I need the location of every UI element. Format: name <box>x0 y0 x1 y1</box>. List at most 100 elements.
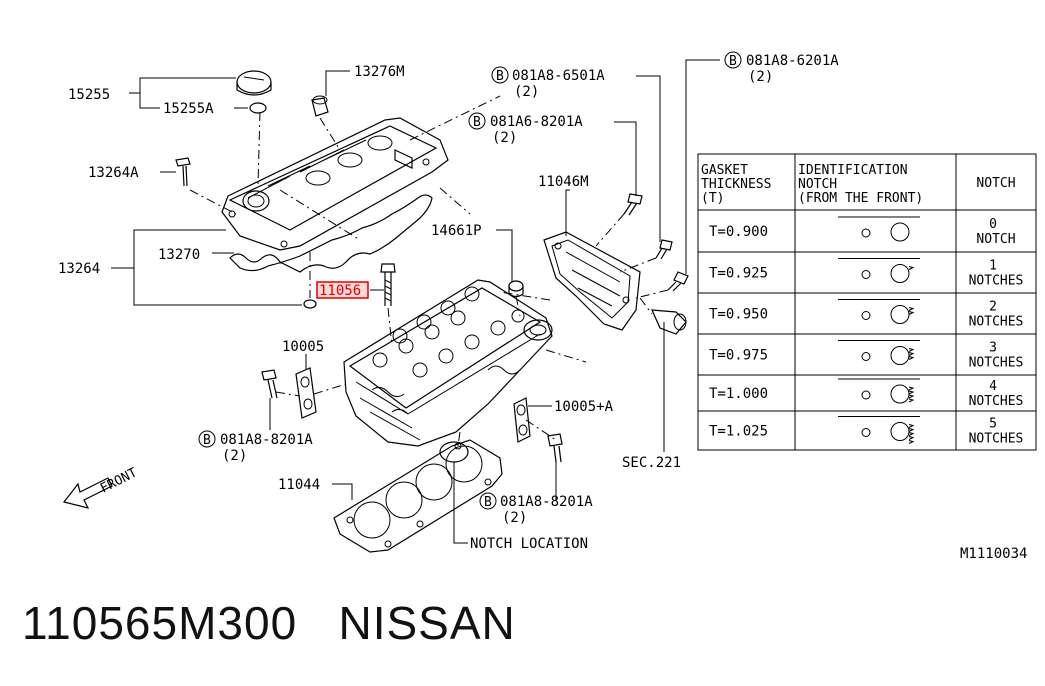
bolt-ref-2-qty: (2) <box>492 130 517 146</box>
row-notch-count: 3 <box>989 341 997 356</box>
bolt-ref-2-label: 081A6-8201A <box>490 114 583 130</box>
bolt-ref-1-qty: (2) <box>514 84 539 100</box>
callout-11046m: 11046M <box>538 174 589 190</box>
row-notch-count: 0 <box>989 217 997 232</box>
notch-mark <box>908 352 915 356</box>
bolt-ref-081a8-8201a-right: B 081A8-8201A (2) <box>479 492 593 526</box>
notch-mark <box>908 398 915 403</box>
bore-hole <box>890 222 910 242</box>
callout-13264: 13264 <box>58 261 100 277</box>
small-hole <box>861 311 871 320</box>
header-ident-1: IDENTIFICATION <box>798 163 908 178</box>
row-thickness: T=1.025 <box>709 424 768 440</box>
row-notch-count: 1 <box>989 259 997 274</box>
small-hole <box>861 270 871 279</box>
notch-mark <box>908 436 915 440</box>
front-label: FRONT <box>98 465 140 496</box>
b-marker: B <box>484 495 492 510</box>
header-ident-2: NOTCH <box>798 177 837 192</box>
notch-mark <box>908 348 915 352</box>
b-marker: B <box>496 69 504 84</box>
row-thickness: T=0.975 <box>709 348 768 364</box>
notch-mark <box>908 356 915 360</box>
small-hole <box>861 390 871 400</box>
bolt-ref-3-label: 081A8-6201A <box>746 53 839 69</box>
brand-name: NISSAN <box>338 597 516 649</box>
head-gasket <box>333 439 503 553</box>
callout-10005a: 10005+A <box>554 399 614 415</box>
callout-15255a: 15255A <box>163 101 214 117</box>
bolt-ref-3-qty: (2) <box>748 69 773 85</box>
highlight-box <box>316 281 369 299</box>
row-notch-unit: NOTCHES <box>969 356 1024 371</box>
cover-gasket <box>229 194 433 273</box>
grommet <box>303 299 317 309</box>
notch-mark <box>908 440 915 444</box>
part-title: 110565M300 NISSAN <box>22 596 516 650</box>
bracket-bolt-mid <box>655 239 673 260</box>
small-hole <box>861 428 871 437</box>
bore-hole <box>890 264 910 283</box>
figure-code: M1110034 <box>960 546 1027 562</box>
notch-mark <box>908 266 915 270</box>
row-thickness: T=0.950 <box>709 307 768 323</box>
gasket-thickness-table: GASKET THICKNESS (T) IDENTIFICATION NOTC… <box>697 153 1037 451</box>
bore-hole <box>890 384 910 404</box>
bracket-bolt-right <box>667 271 689 292</box>
callout-13270: 13270 <box>158 247 200 263</box>
explode-lines <box>189 95 669 447</box>
bolt-ref-081a8-6201a: B 081A8-6201A (2) <box>724 51 839 85</box>
front-arrow: FRONT <box>62 465 140 509</box>
bolt-ref-081a8-8201a-left: B 081A8-8201A (2) <box>198 430 313 464</box>
head-bolt-11056 <box>380 263 396 306</box>
notch-mark <box>908 394 915 399</box>
bore-hole <box>890 305 910 324</box>
bolt-lower-right <box>547 433 563 463</box>
notch-mark <box>908 307 915 311</box>
callout-sec221: SEC.221 <box>622 455 681 471</box>
bolt-ref-4-label: 081A8-8201A <box>220 432 313 448</box>
bolt-ref-4-qty: (2) <box>222 448 247 464</box>
sensor-part <box>651 309 687 335</box>
oil-filler-cap <box>236 70 272 96</box>
callout-14661p: 14661P <box>431 223 482 239</box>
header-thickness-3: (T) <box>701 191 724 206</box>
row-notch-count: 4 <box>989 379 997 394</box>
notch-location-label: NOTCH LOCATION <box>470 536 588 552</box>
b-marker: B <box>729 54 737 69</box>
header-notch: NOTCH <box>976 176 1015 191</box>
bolt-ref-081a6-8201a: B 081A6-8201A (2) <box>468 112 583 146</box>
header-ident-3: (FROM THE FRONT) <box>798 191 923 206</box>
row-notch-unit: NOTCH <box>976 232 1015 247</box>
callout-11056[interactable]: 11056 <box>319 283 361 299</box>
callout-13276m: 13276M <box>354 64 405 80</box>
callout-10005: 10005 <box>282 339 324 355</box>
seal-10005a <box>513 397 531 443</box>
bolt-ref-081a8-6501a: B 081A8-6501A (2) <box>491 66 605 100</box>
notch-mark <box>908 424 915 428</box>
bracket-bolt-top <box>623 193 643 216</box>
bolt-ref-1-label: 081A8-6501A <box>512 68 605 84</box>
part-number: 110565M300 <box>22 597 298 649</box>
header-thickness-2: THICKNESS <box>701 177 771 192</box>
notch-mark <box>908 428 915 432</box>
row-thickness: T=1.000 <box>709 386 768 402</box>
leader-lines <box>111 59 720 544</box>
callout-11044: 11044 <box>278 477 320 493</box>
bore-hole <box>890 346 910 365</box>
callout-15255: 15255 <box>68 87 110 103</box>
bolt-lower-left <box>261 369 278 399</box>
rocker-cover <box>221 117 449 251</box>
row-notch-count: 5 <box>989 417 997 432</box>
rear-bracket <box>543 231 641 331</box>
bore-hole <box>890 422 910 441</box>
seal-10005 <box>295 367 317 419</box>
row-thickness: T=0.900 <box>709 224 768 240</box>
